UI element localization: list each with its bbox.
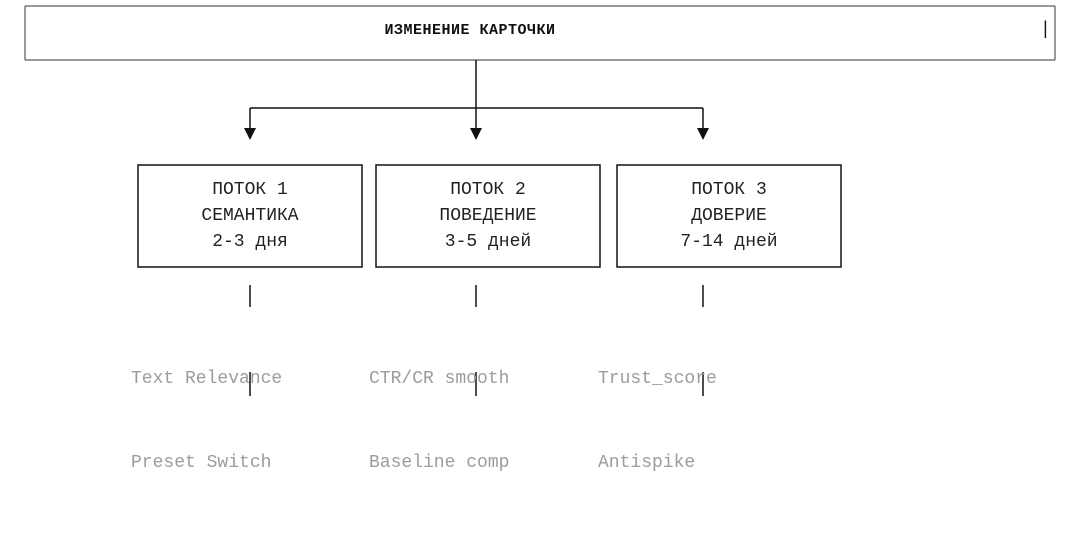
metric-item: Preset Switch (131, 453, 272, 473)
stream-box-2: ПОТОК 2 ПОВЕДЕНИЕ 3-5 дней (376, 165, 600, 267)
stream-name: СЕМАНТИКА (201, 206, 299, 226)
arrow-down-icon-2 (470, 128, 482, 140)
stream-name: ДОВЕРИЕ (691, 206, 767, 226)
card-change-flow-diagram: ИЗМЕНЕНИЕ КАРТОЧКИ | ПОТОК 1 СЕМАНТИКА 2… (24, 5, 1056, 473)
metric-item: CTR/CR smooth (369, 369, 510, 389)
header-right-mark: | (1040, 20, 1051, 40)
stream-label: ПОТОК 3 (691, 180, 767, 200)
stream-3-metrics: Trust_score Antispike (598, 309, 717, 533)
stream-box-1-frame (137, 164, 363, 268)
arrow-down-icon-1 (244, 128, 256, 140)
stream-name: ПОВЕДЕНИЕ (439, 206, 537, 226)
stream-box-3: ПОТОК 3 ДОВЕРИЕ 7-14 дней (617, 165, 841, 267)
stream-box-3-frame (616, 164, 842, 268)
stream-1-metrics: Text Relevance Preset Switch (131, 309, 282, 533)
stream-2-metrics: CTR/CR smooth Baseline comp (369, 309, 509, 533)
stream-label: ПОТОК 2 (450, 180, 526, 200)
stream-duration: 2-3 дня (212, 232, 288, 252)
diagram-title: ИЗМЕНЕНИЕ КАРТОЧКИ (384, 22, 556, 39)
metric-item: Text Relevance (131, 369, 283, 389)
metric-item: Antispike (598, 453, 696, 473)
stream-duration: 7-14 дней (680, 232, 778, 252)
stream-box-2-frame (375, 164, 601, 268)
stream-label: ПОТОК 1 (212, 180, 288, 200)
metric-item: Trust_score (598, 369, 717, 389)
stream-box-1: ПОТОК 1 СЕМАНТИКА 2-3 дня (138, 165, 362, 267)
connector-lines (24, 5, 1056, 396)
arrow-down-icon-3 (697, 128, 709, 140)
metric-item: Baseline comp (369, 453, 510, 473)
stream-duration: 3-5 дней (444, 232, 532, 252)
